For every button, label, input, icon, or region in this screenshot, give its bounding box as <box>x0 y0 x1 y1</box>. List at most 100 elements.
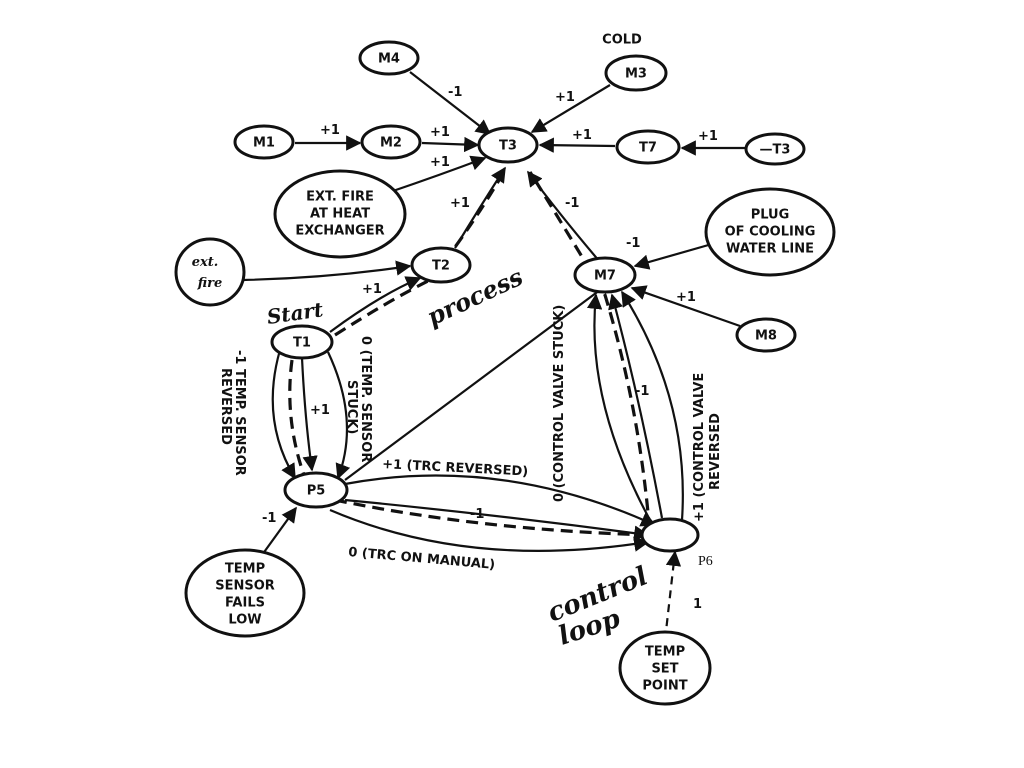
node-t1: T1 <box>270 324 334 360</box>
label-plug-m7: -1 <box>626 236 640 251</box>
edge-p5-p6-mid <box>344 498 650 541</box>
node-m3: M3 <box>604 54 668 92</box>
label-control-valve-stuck: 0 (CONTROL VALVE STUCK) <box>552 305 567 502</box>
node-m3-label: M3 <box>625 67 647 82</box>
node-t3: T3 <box>477 126 539 164</box>
edge-t7-t3 <box>538 137 616 153</box>
label-m7-t3: -1 <box>565 196 579 211</box>
edge-p6-m7-left <box>586 293 651 521</box>
node-ext-fire-hx: EXT. FIRE AT HEAT EXCHANGER <box>273 169 407 259</box>
ext-fire-line-1: ext. <box>192 255 219 270</box>
tsf-line-1: TEMP <box>225 562 265 577</box>
label-p5-p6: -1 <box>470 507 484 522</box>
label-ext-t2: +1 <box>362 282 382 297</box>
edge-m3-t3 <box>530 84 611 133</box>
edge-tsf-p5 <box>261 506 297 556</box>
node-t3b-label: —T3 <box>760 143 791 158</box>
label-m2-t3: +1 <box>430 125 450 140</box>
edge-plug-m7 <box>633 242 713 270</box>
node-m7: M7 <box>573 256 637 294</box>
label-m8-m7: +1 <box>676 290 696 305</box>
label-m3-t3: +1 <box>555 90 575 105</box>
node-m1: M1 <box>233 124 295 160</box>
node-m8-label: M8 <box>755 329 777 344</box>
tsf-line-4: LOW <box>228 613 261 628</box>
plug-line-1: PLUG <box>751 208 790 223</box>
node-m2-label: M2 <box>380 136 402 151</box>
label-temp-sensor-stuck-2: STUCK) <box>344 380 359 434</box>
label-control-valve-reversed-2: REVERSED <box>708 413 723 490</box>
highlight-paths <box>288 169 652 537</box>
plug-line-3: WATER LINE <box>726 242 814 257</box>
label-exthx-t3: +1 <box>430 155 450 170</box>
cold-label: COLD <box>602 33 642 48</box>
label-t1-p5: +1 <box>310 403 330 418</box>
edge-p5-p6-top <box>344 474 657 527</box>
edges <box>242 71 745 641</box>
edge-tsp-p6 <box>663 550 682 641</box>
process-path <box>334 169 507 337</box>
label-temp-sensor-reversed: -1 TEMP. SENSOR <box>232 350 247 476</box>
label-trc-manual: 0 (TRC ON MANUAL) <box>348 545 496 573</box>
edge-exthx-t3 <box>389 155 487 194</box>
edge-t1-p5-right <box>327 351 351 480</box>
edge-labels: -1 +1 +1 +1 +1 +1 +1 +1 -1 -1 +1 +1 +1 -… <box>218 85 723 612</box>
nodes: M4 COLD M3 M1 M2 T3 T7 —T3 EXT. FIR <box>174 33 836 706</box>
edge-m4-t3 <box>409 71 492 135</box>
node-m4: M4 <box>358 40 420 76</box>
ext-fire-hx-line-1: EXT. FIRE <box>306 190 374 205</box>
node-m1-label: M1 <box>253 136 275 151</box>
tsp-line-2: SET <box>651 662 678 677</box>
label-p6-m7: -1 <box>635 384 649 399</box>
edge-m8-m7 <box>630 285 741 328</box>
node-p5: P5 <box>283 471 349 509</box>
node-t3b: —T3 <box>744 132 806 166</box>
node-t1-label: T1 <box>293 336 311 351</box>
control-loop-path <box>334 171 652 537</box>
node-m7-label: M7 <box>594 269 616 284</box>
ext-fire-hx-line-3: EXCHANGER <box>295 224 384 239</box>
edge-p6-m7-mid <box>608 293 664 519</box>
edge-m2-t3 <box>421 136 480 153</box>
node-ext-fire: ext. fire <box>174 237 246 307</box>
node-t7: T7 <box>615 129 681 165</box>
edge-p6-m7-right <box>621 290 684 521</box>
node-p6: P6 <box>640 517 713 569</box>
node-m2: M2 <box>360 124 422 160</box>
edge-t1-p5-mid <box>300 357 318 472</box>
label-control-valve-reversed: +1 (CONTROL VALVE <box>692 373 707 522</box>
annotation-start: Start <box>265 297 325 329</box>
edge-t1-p5-left <box>271 349 296 480</box>
edge-p5-t2-long <box>344 289 601 481</box>
label-m4-t3: -1 <box>448 85 462 100</box>
node-t2: T2 <box>410 246 472 284</box>
ext-fire-line-2: fire <box>197 276 223 291</box>
node-temp-sensor-fails: TEMP SENSOR FAILS LOW <box>184 548 306 638</box>
label-temp-sensor-stuck: 0 (TEMP. SENSOR <box>358 336 373 462</box>
plug-line-2: OF COOLING <box>725 225 816 240</box>
label-tsf-p5: -1 <box>262 511 276 526</box>
tsf-line-2: SENSOR <box>215 579 275 594</box>
label-t3b-t7: +1 <box>698 129 718 144</box>
node-t3-label: T3 <box>499 139 517 154</box>
node-m8: M8 <box>735 317 797 353</box>
sensor-path <box>288 359 307 479</box>
label-t7-t3: +1 <box>572 128 592 143</box>
ext-fire-hx-line-2: AT HEAT <box>310 207 370 222</box>
edge-t1-t2 <box>329 276 422 333</box>
node-temp-set-point: TEMP SET POINT <box>618 630 712 706</box>
label-m1-m2: +1 <box>320 123 340 138</box>
label-temp-sensor-reversed-2: REVERSED <box>218 368 233 445</box>
node-p5-label: P5 <box>307 484 326 499</box>
node-m4-label: M4 <box>378 52 400 67</box>
node-plug: PLUG OF COOLING WATER LINE <box>704 187 836 277</box>
node-t2-label: T2 <box>432 259 450 274</box>
label-t2-t3: +1 <box>450 196 470 211</box>
node-t7-label: T7 <box>639 141 657 156</box>
label-tsp-p6: 1 <box>693 597 702 612</box>
tsf-line-3: FAILS <box>225 596 265 611</box>
edge-ext-t2 <box>242 260 412 282</box>
node-p6-label: P6 <box>698 554 713 569</box>
tsp-line-1: TEMP <box>645 645 685 660</box>
